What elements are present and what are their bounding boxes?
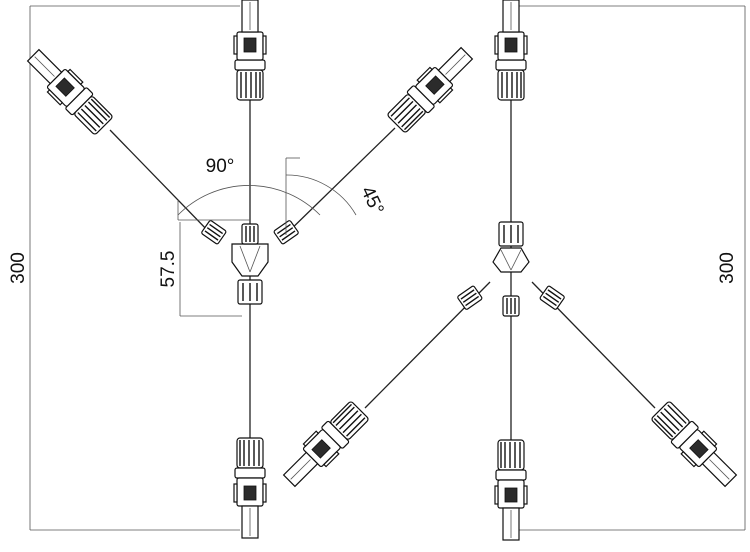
branch-cable-left-a xyxy=(109,129,213,236)
branch-hub-right xyxy=(456,221,566,317)
left-view: 300 90° 45° 57.5 xyxy=(8,0,479,539)
connector-top-left xyxy=(233,0,267,101)
right-view: 300 xyxy=(277,0,746,541)
height-dimension-left xyxy=(29,5,240,531)
angle-dimension-90 xyxy=(177,185,321,221)
angle-dimension-45 xyxy=(285,157,357,235)
offset-dimension xyxy=(179,222,242,317)
connector-top-right xyxy=(494,0,528,101)
branch-hub-left xyxy=(200,219,300,305)
connector-bottom-left xyxy=(233,437,267,539)
angle-label-45: 45° xyxy=(356,183,387,218)
connector-lower-left xyxy=(277,397,373,493)
connector-bottom-right xyxy=(494,439,528,541)
branch-cable-left-b xyxy=(281,127,396,239)
angle-label-90: 90° xyxy=(206,156,235,177)
connector-upper-right xyxy=(383,41,479,137)
height-label-right: 300 xyxy=(717,252,738,284)
connector-upper-left xyxy=(21,43,117,139)
offset-label: 57.5 xyxy=(158,251,179,288)
height-label-left: 300 xyxy=(8,252,29,284)
height-dimension-right xyxy=(515,5,746,531)
connector-lower-right xyxy=(647,397,743,493)
